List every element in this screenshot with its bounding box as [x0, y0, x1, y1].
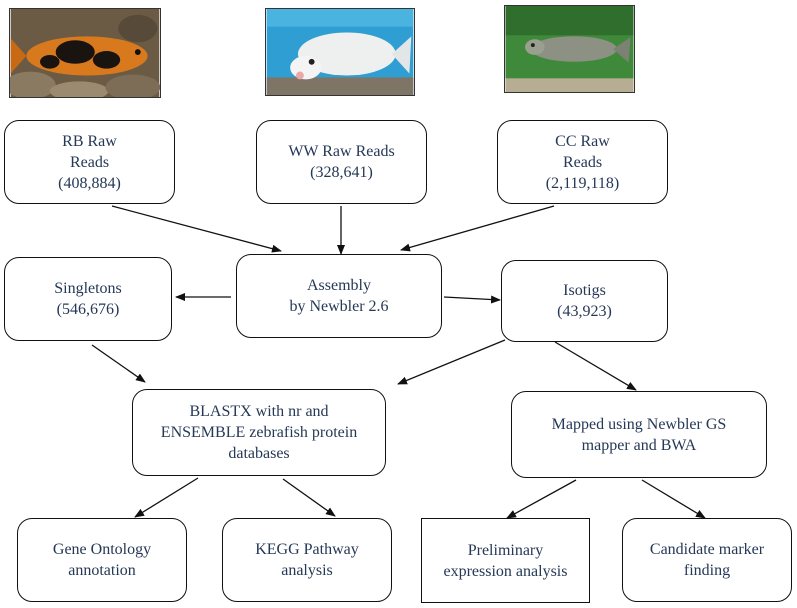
rb-raw-reads-label: RB Raw Reads (408,884) [58, 132, 121, 192]
arrow-isotigs-to-mapped [554, 341, 637, 391]
preliminary-label: Preliminary expression analysis [443, 541, 568, 580]
ww-fish-image [266, 9, 414, 95]
ww-fish-photo [265, 8, 415, 96]
gene-ontology-label: Gene Ontology annotation [52, 541, 152, 579]
kegg-box: KEGG Pathway analysis [222, 518, 392, 602]
mapped-box: Mapped using Newbler GS mapper and BWA [511, 391, 767, 478]
assembly-label: Assembly by Newbler 2.6 [289, 277, 389, 315]
rb-fish-image [10, 9, 160, 97]
cc-fish-image [505, 6, 634, 92]
isotigs-label: Isotigs (43,923) [557, 282, 612, 320]
arrow-mapped-to-candidate [641, 479, 706, 519]
assembly-box: Assembly by Newbler 2.6 [236, 254, 442, 338]
blastx-label: BLASTX with nr and ENSEMBLE zebrafish pr… [160, 403, 358, 462]
rb-fish-photo [9, 8, 161, 98]
ww-raw-reads-box: WW Raw Reads (328,641) [256, 120, 427, 204]
arrow-mapped-to-preliminary [506, 479, 577, 519]
cc-raw-reads-box: CC Raw Reads (2,119,118) [497, 120, 668, 204]
singletons-label: Singletons (546,676) [54, 280, 122, 318]
cc-fish-photo [504, 5, 635, 93]
candidate-box: Candidate marker finding [622, 518, 792, 602]
arrow-isotigs-to-blastx [397, 339, 506, 385]
arrow-singletons-to-blastx [91, 344, 146, 383]
ww-raw-reads-label: WW Raw Reads (328,641) [288, 143, 395, 181]
gene-ontology-box: Gene Ontology annotation [17, 518, 187, 602]
cc-raw-reads-label: CC Raw Reads (2,119,118) [545, 132, 620, 192]
kegg-label: KEGG Pathway analysis [255, 541, 359, 579]
arrow-rb-to-assembly [111, 205, 282, 253]
mapped-label: Mapped using Newbler GS mapper and BWA [551, 415, 727, 454]
preliminary-box: Preliminary expression analysis [421, 518, 590, 603]
arrow-blastx-to-gene-ontology [134, 477, 199, 518]
blastx-box: BLASTX with nr and ENSEMBLE zebrafish pr… [132, 389, 386, 476]
rb-raw-reads-box: RB Raw Reads (408,884) [4, 120, 175, 204]
arrow-cc-to-assembly [400, 205, 555, 252]
arrow-blastx-to-kegg [282, 478, 336, 517]
isotigs-box: Isotigs (43,923) [501, 260, 668, 342]
singletons-box: Singletons (546,676) [4, 257, 172, 341]
candidate-label: Candidate marker finding [649, 541, 765, 579]
arrow-assembly-to-isotigs [443, 295, 501, 304]
